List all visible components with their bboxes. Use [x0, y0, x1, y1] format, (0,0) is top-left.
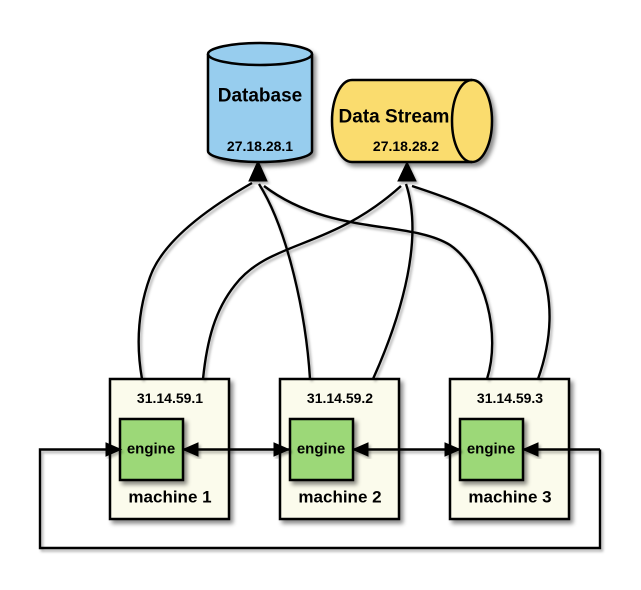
arrow-into-engine3-left: [444, 442, 462, 457]
machine-3-label: machine 3: [468, 487, 552, 507]
arrow-into-engine2-right: [351, 442, 369, 457]
engine-3-label: engine: [466, 440, 516, 458]
link-machine2-datastream: [371, 183, 414, 380]
arrow-into-datastream: [397, 160, 417, 182]
database-cylinder: [206, 41, 314, 164]
datastream-ip: 27.18.28.2: [372, 138, 440, 154]
database-cylinder-rim: [206, 53, 314, 67]
arrow-into-engine2-left: [273, 442, 291, 457]
engine-2-box: [288, 417, 355, 482]
engine-2-label: engine: [296, 440, 346, 458]
machine-2-label: machine 2: [298, 487, 382, 507]
database-ip: 27.18.28.1: [226, 138, 294, 154]
arrow-into-database: [248, 159, 268, 182]
ring-loop-line: [38, 448, 602, 550]
datastream-label: Data Stream: [338, 106, 450, 128]
data-stream-cylinder-rim: [450, 78, 473, 164]
link-machine1-datastream: [201, 185, 402, 380]
machine-1-ip: 31.14.59.1: [136, 390, 204, 406]
link-machine3-datastream: [411, 184, 551, 380]
machine-1-label: machine 1: [128, 487, 212, 507]
link-machine2-database: [257, 183, 312, 380]
arrow-into-engine1-left: [105, 442, 123, 457]
database-label: Database: [217, 85, 303, 107]
arrow-into-engine3-right: [521, 442, 539, 457]
arrow-into-engine1-right: [181, 442, 199, 457]
engine-1-label: engine: [126, 440, 176, 458]
machine-3-ip: 31.14.59.3: [476, 390, 544, 406]
machine-2-ip: 31.14.59.2: [306, 390, 374, 406]
link-machine1-database: [137, 181, 253, 380]
link-machine3-database: [263, 185, 494, 380]
